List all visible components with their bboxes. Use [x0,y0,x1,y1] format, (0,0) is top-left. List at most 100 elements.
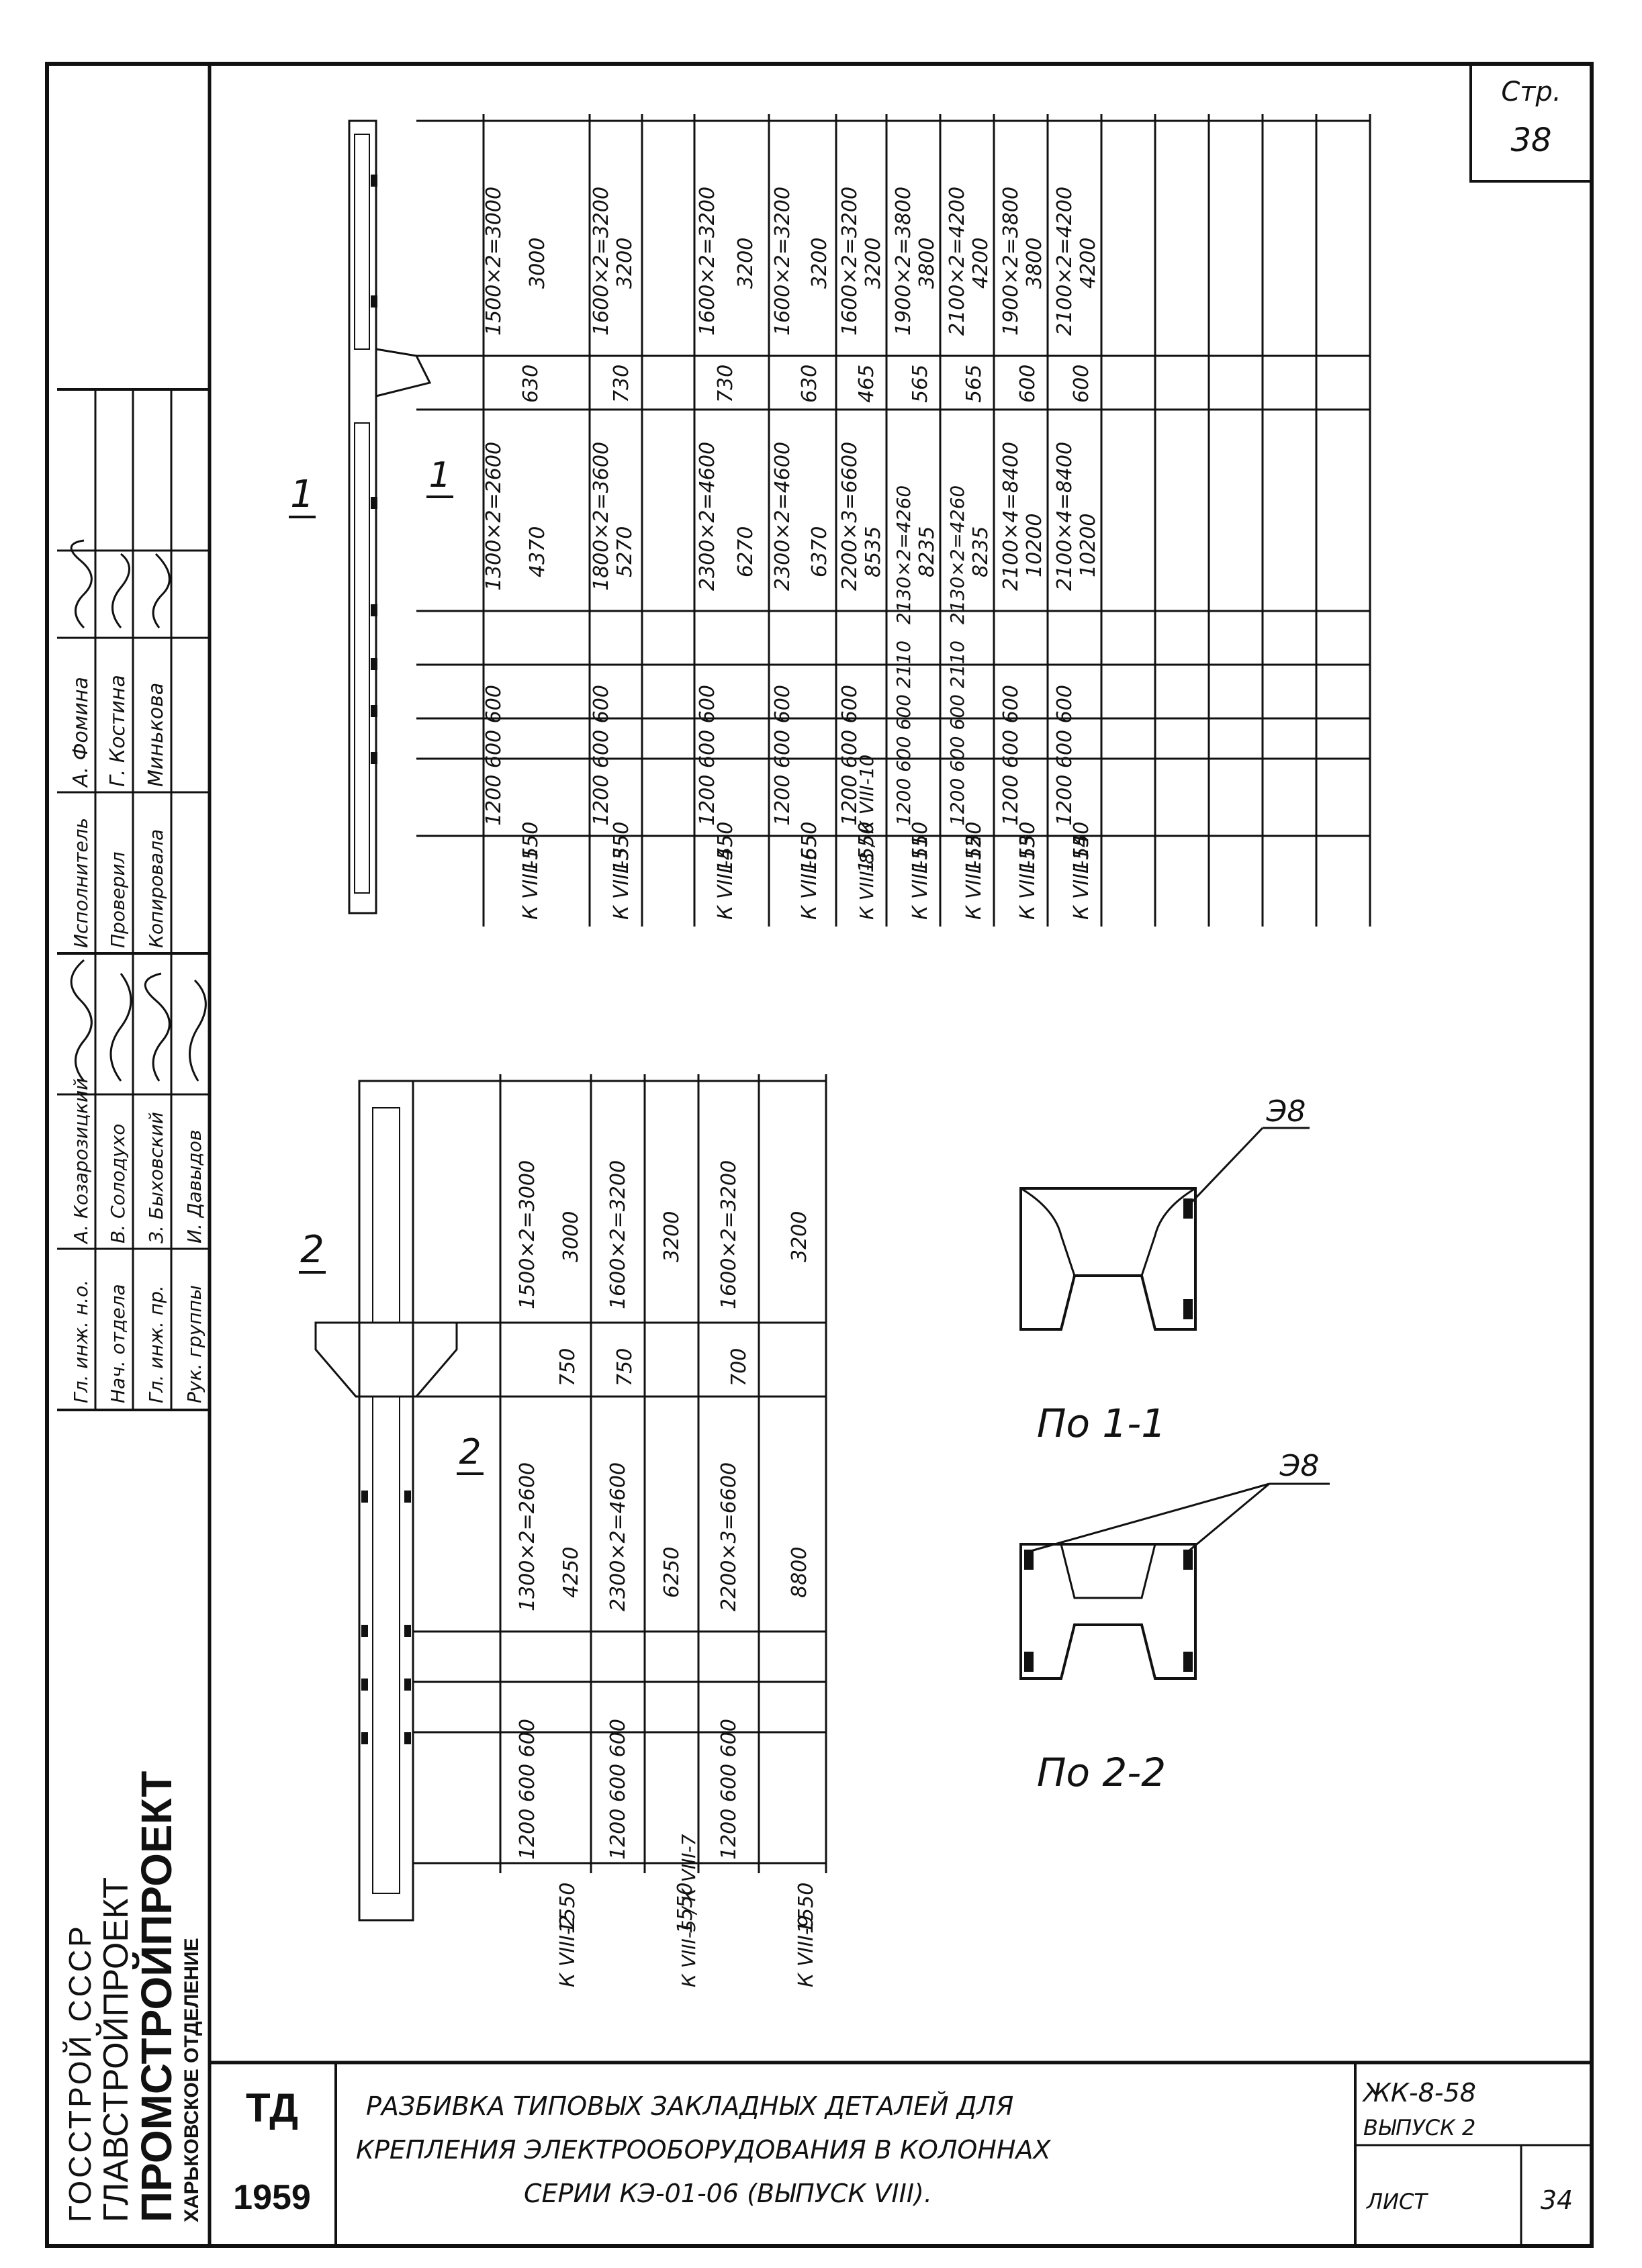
dim-a: 1550 [610,822,633,873]
dim-b: 1200 600 600 [1053,685,1077,826]
dim-total: 6270 [734,526,758,577]
embedded-parts-col1 [371,175,377,764]
stamp-role-4: Рук. группы [183,1285,206,1403]
sheet-number: 34 [1541,2185,1573,2215]
sheet-border [45,62,1594,2248]
mark: К VIII-8 / К VIII-10 [856,755,878,920]
col1-dim-grid [416,114,1371,927]
dim-e: 2100×2=4200 [1053,187,1077,336]
col1-row-6: К VIII-11 1550 1200 600 600 2110 2130×2=… [892,187,939,920]
page-number: 38 [1510,122,1551,159]
stamp-name-b1: А. Фомина [69,677,93,788]
dim-c: 2300×2=4600 [771,442,794,591]
dim-e: 1600×2=3200 [696,187,719,336]
dim-c: 2100×4=8400 [999,442,1023,591]
dim-a: 1550 [962,822,986,873]
dim-a: 1550 [1016,822,1040,873]
dim-b: 1200 600 600 [606,1719,630,1860]
dim-b: 1200 600 600 [999,685,1023,826]
dim-c: 2300×2=4600 [696,442,719,591]
dim-e: 1600×2=3200 [606,1160,630,1309]
page-label: Стр. [1501,77,1561,107]
mark: К VIII-3 [610,847,633,920]
dim-total: 10200 [1077,514,1100,577]
dim-b: 1200 600 600 2110 [893,641,915,826]
dim-c: 2130×2=4260 [946,485,968,624]
dim-b: 1200 600 600 [838,685,862,826]
col2-dim-grid [413,1074,827,1873]
series-code: ЖК-8-58 [1362,2078,1476,2108]
title-line-3: СЕРИИ КЭ-01-06 (ВЫПУСК VIII). [524,2179,932,2208]
dim-f: 4200 [969,238,993,289]
stamp-name-b3: Минькова [144,683,168,787]
dim-f: 3200 [613,238,637,289]
dim-b: 1200 600 600 [590,685,613,826]
dim-b: 1200 600 600 [482,685,506,826]
stamp-name-4: И. Давыдов [183,1130,206,1243]
stamp-role-2: Нач. отдела [107,1284,129,1403]
dim-b: 1200 600 600 2110 [946,641,968,826]
dim-d: 600 [1016,365,1040,403]
dim-d: 750 [556,1348,580,1386]
dim-c: 1300×2=2600 [516,1462,539,1611]
sheet-label: ЛИСТ [1366,2189,1428,2214]
dim-a: 1550 [798,822,821,873]
title-line-2: КРЕПЛЕНИЯ ЭЛЕКТРООБОРУДОВАНИЯ В КОЛОННАХ [356,2135,1051,2165]
dim-a: 1550 [855,822,878,873]
dim-c: 2200×3=6600 [838,442,862,591]
dim-a: 1550 [556,1883,580,1934]
col1-row-5: К VIII-8 / К VIII-10 1550 1200 600 600 2… [838,187,885,920]
page-number-box: Стр. 38 [1469,64,1592,183]
column2-section-mark: 2 [459,1432,481,1472]
title-block: ТД 1959 РАЗБИВКА ТИПОВЫХ ЗАКЛАДНЫХ ДЕТАЛ… [233,2078,1573,2217]
org-line1: ГОССТРОЙ СССР [62,1924,97,2222]
dim-total: 8535 [862,526,885,577]
dim-c: 2100×4=8400 [1053,442,1077,591]
mark: К VIII-11 [909,835,932,920]
signatures-a [70,959,207,1082]
mark: К VIII-9 [794,1915,818,1987]
col1-row-1: К VIII-1 1550 1200 600 600 1300×2=2600 4… [482,187,549,920]
dim-a: 1550 [1070,822,1093,873]
dim-b: 1200 600 600 [771,685,794,826]
dim-total: 8235 [969,526,993,577]
stamp-name-3: З. Быховский [145,1112,167,1243]
col2-row-2: К VIII-5 / К VIII-7 1550 1200 600 600 23… [606,1160,700,1987]
column2-label: 2 [300,1228,324,1272]
year: 1959 [233,2178,311,2217]
dim-total: 4370 [526,526,549,577]
dim-d: 750 [613,1348,637,1386]
dim-total: 8800 [788,1547,811,1598]
column-type-2: 2 2 К VIII-2 [299,1074,827,1987]
stamp-role-b1: Исполнитель [70,818,92,948]
dim-a: 1550 [794,1883,818,1934]
dim-f: 3200 [808,238,831,289]
column1-section-mark: 1 [428,455,451,495]
dim-c: 2200×3=6600 [717,1462,741,1611]
stamp-name-2: В. Солодухо [107,1124,129,1243]
dim-f: 3200 [660,1211,684,1262]
dim-e: 1500×2=3000 [516,1160,539,1309]
column1-label: 1 [290,473,314,516]
dim-a: 1550 [674,1883,697,1934]
embedded-parts-col2 [361,1491,411,1744]
dim-b: 1200 600 600 [516,1719,539,1860]
dim-f: 3000 [526,238,549,289]
col1-row-8: К VIII-13 1550 1200 600 600 2100×4=8400 … [999,187,1046,920]
section2-label: По 2-2 [1037,1750,1166,1795]
mark: К VIII-12 [962,835,986,920]
mark: К VIII-13 [1016,835,1040,920]
stamp-role-3: Гл. инж. пр. [145,1285,167,1403]
dim-d: 730 [714,365,737,403]
dim-f: 3200 [734,238,758,289]
dim-d: 700 [727,1348,751,1386]
title-line-1: РАЗБИВКА ТИПОВЫХ ЗАКЛАДНЫХ ДЕТАЛЕЙ ДЛЯ [366,2091,1013,2121]
org-line2: ГЛАВСТРОЙПРОЕКТ [96,1877,136,2222]
dim-b: 1200 600 600 [696,685,719,826]
dim-f: 4200 [1077,238,1100,289]
stamp-role-b2: Проверил [107,851,129,948]
dim-c: 2300×2=4600 [606,1462,630,1611]
stamp-name-1: А. Козарозицкий [70,1078,92,1245]
dim-f: 3800 [1023,238,1046,289]
dim-f: 3200 [788,1211,811,1262]
